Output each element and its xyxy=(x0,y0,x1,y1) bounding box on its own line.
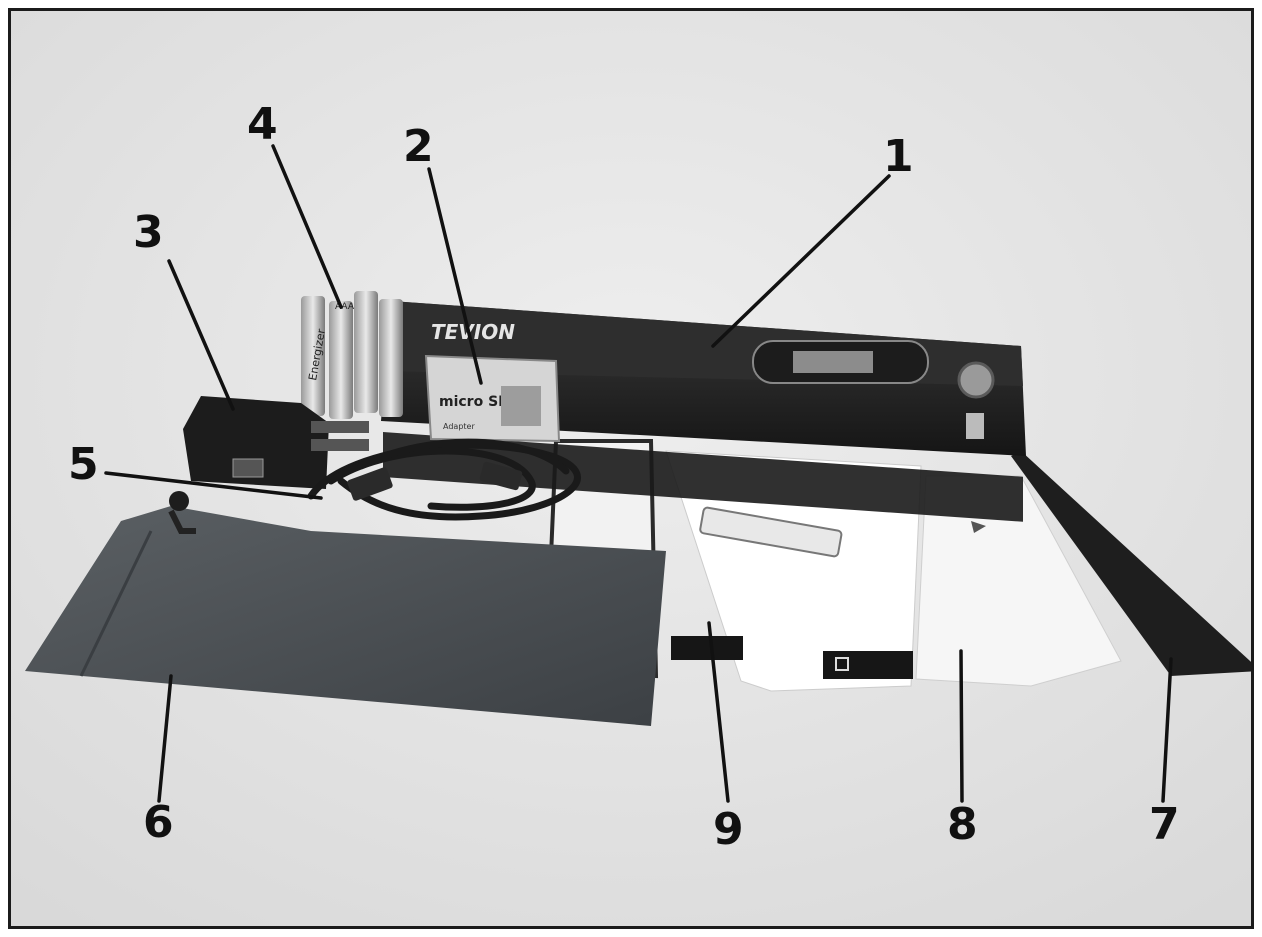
calibration-sheet-black xyxy=(1011,451,1251,676)
sd-adapter-text: Adapter xyxy=(443,422,475,431)
scanner-power-button xyxy=(957,361,995,399)
adapter-prong xyxy=(311,421,369,433)
scanner-lcd-screen xyxy=(793,351,873,373)
callout-number-5: 5 xyxy=(68,439,99,490)
sleeve-tab-icon xyxy=(835,657,849,671)
sleeve-label-plate xyxy=(699,506,843,558)
leader-line-7 xyxy=(1161,657,1173,803)
callout-number-3: 3 xyxy=(133,207,164,258)
leader-line-1 xyxy=(711,174,891,348)
sheet-arrow-icon xyxy=(971,521,986,533)
callout-number-9: 9 xyxy=(713,804,744,855)
callout-number-1: 1 xyxy=(883,131,914,182)
microsd-brand-text: micro SD xyxy=(439,394,510,410)
callout-leader-lines xyxy=(104,144,1173,803)
callout-number-7: 7 xyxy=(1149,799,1180,850)
leader-line-2 xyxy=(427,167,483,385)
sleeve-tab xyxy=(671,636,743,660)
sleeve-tab-2 xyxy=(823,651,913,679)
usb-cable xyxy=(307,438,581,521)
usb-plug xyxy=(347,467,393,501)
leader-line-9 xyxy=(707,621,730,803)
callout-number-4: 4 xyxy=(247,99,278,150)
storage-pouch xyxy=(25,506,666,726)
scanner-slide-switch xyxy=(966,413,984,439)
leader-line-8 xyxy=(959,649,964,803)
microsd-card xyxy=(501,386,541,426)
mini-usb-plug xyxy=(479,461,523,491)
leader-line-5 xyxy=(104,471,323,500)
callout-number-6: 6 xyxy=(143,797,174,848)
adapter-prong-2 xyxy=(311,439,369,451)
leader-line-4 xyxy=(271,144,343,309)
adapter-usb-port xyxy=(232,458,264,478)
scanner-brand-text: TEVION xyxy=(431,320,515,344)
battery-type-text: AAA xyxy=(335,302,355,312)
pouch-drawstring xyxy=(168,509,196,534)
photo-illustration: TEVION Energizer AAA micro SD Adapter xyxy=(11,11,1251,926)
leader-line-3 xyxy=(167,259,235,411)
leader-line-6 xyxy=(157,674,173,803)
pouch-cord-lock xyxy=(169,491,189,511)
aaa-batteries: Energizer AAA xyxy=(301,291,403,419)
pouch-seam xyxy=(79,530,153,677)
callout-number-8: 8 xyxy=(947,799,978,850)
callout-number-2: 2 xyxy=(403,121,434,172)
product-photo: TEVION Energizer AAA micro SD Adapter xyxy=(8,8,1254,929)
usb-power-adapter xyxy=(183,396,329,489)
